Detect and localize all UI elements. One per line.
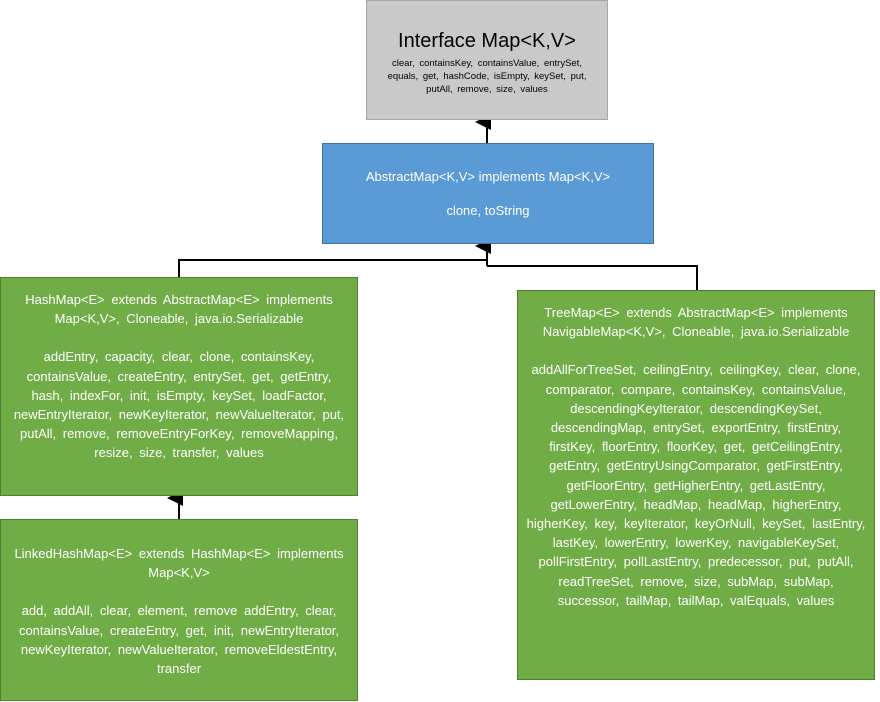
tree-map-title: TreeMap<E> extends AbstractMap<E> implem… <box>542 305 850 340</box>
tree-map-node: TreeMap<E> extends AbstractMap<E> implem… <box>517 290 875 680</box>
treemap-to-abstract-connector <box>487 265 698 290</box>
linked-hash-map-title: LinkedHashMap<E> extends HashMap<E> impl… <box>14 546 344 581</box>
abstract-map-methods: clone, toString <box>446 203 530 218</box>
hashmap-to-abstract-connector <box>178 259 487 277</box>
hash-map-methods: addEntry, capacity, clear, clone, contai… <box>13 349 345 461</box>
interface-map-methods: clear, containsKey, containsValue, entry… <box>387 58 587 95</box>
interface-map-title: Interface Map<K,V> <box>398 30 576 52</box>
hash-map-node: HashMap<E> extends AbstractMap<E> implem… <box>0 277 358 496</box>
linked-hash-map-node: LinkedHashMap<E> extends HashMap<E> impl… <box>0 519 358 701</box>
tree-map-methods: addAllForTreeSet, ceilingEntry, ceilingK… <box>526 362 866 608</box>
abstract-map-node: AbstractMap<K,V> implements Map<K,V> clo… <box>322 143 654 244</box>
hash-map-title: HashMap<E> extends AbstractMap<E> implem… <box>25 292 333 327</box>
interface-map-node: Interface Map<K,V> clear, containsKey, c… <box>366 0 608 120</box>
abstract-map-title: AbstractMap<K,V> implements Map<K,V> <box>365 169 611 184</box>
linked-hash-map-methods: add, addAll, clear, element, remove addE… <box>18 603 340 677</box>
